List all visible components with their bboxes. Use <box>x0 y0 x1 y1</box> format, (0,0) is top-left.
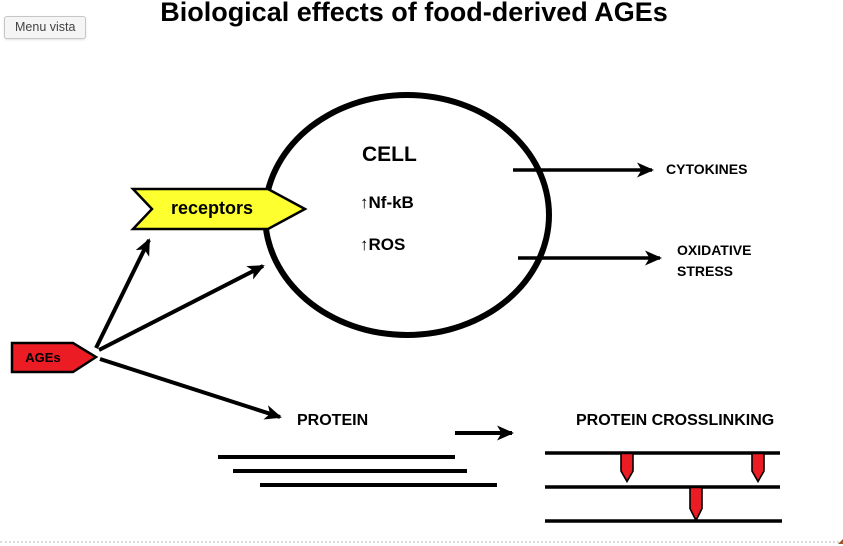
diagram-title: Biological effects of food-derived AGEs <box>160 0 668 27</box>
cytokines-label: CYTOKINES <box>666 161 748 177</box>
oxidative-stress-label: OXIDATIVE STRESS <box>677 242 752 279</box>
protein-crosslinking-label: PROTEIN CROSSLINKING <box>576 412 775 429</box>
cell-effect-nfkb: ↑Nf-kB <box>360 193 414 212</box>
crosslink-pin <box>689 486 703 523</box>
corner-mark <box>838 539 843 544</box>
crosslink-pin <box>620 452 634 484</box>
ages-label: AGEs <box>25 350 61 365</box>
crosslink-pin <box>751 452 765 484</box>
menu-vista-button[interactable]: Menu vista <box>4 16 87 39</box>
page-boundary-dotted-line <box>0 541 843 543</box>
cell-label: CELL <box>362 143 417 166</box>
arrow-ages-to-membrane <box>98 264 265 352</box>
protein-label: PROTEIN <box>297 412 369 429</box>
cell-membrane-ellipse <box>262 92 552 338</box>
receptors-label: receptors <box>170 198 254 218</box>
arrow-ages-to-receptors <box>94 238 151 349</box>
arrow-ages-to-protein <box>99 357 282 420</box>
cell-effect-ros: ↑ROS <box>360 235 406 254</box>
